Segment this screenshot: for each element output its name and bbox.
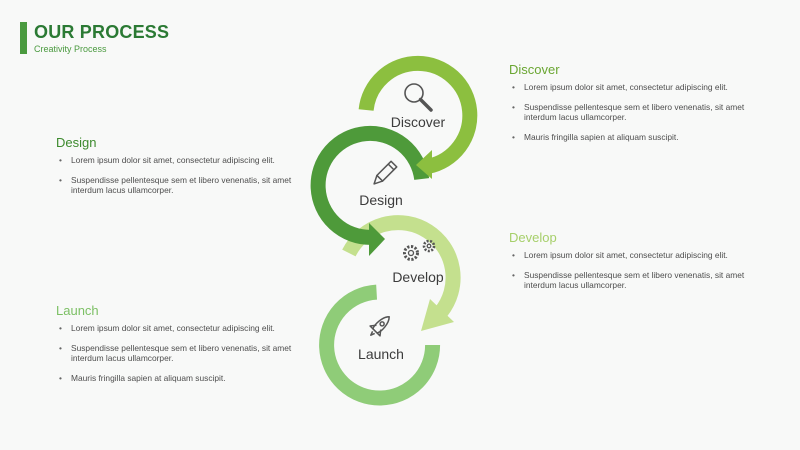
bullet-list-discover: Lorem ipsum dolor sit amet, consectetur … bbox=[509, 82, 749, 142]
discover-step: Discover bbox=[358, 55, 478, 179]
design-arrowhead bbox=[369, 223, 385, 256]
list-item: Mauris fringilla sapien at aliquam susci… bbox=[509, 132, 749, 143]
step-label-discover: Discover bbox=[391, 114, 446, 130]
section-title-design: Design bbox=[56, 135, 97, 150]
list-item: Mauris fringilla sapien at aliquam susci… bbox=[56, 373, 296, 384]
section-title-discover: Discover bbox=[509, 62, 560, 77]
list-item: Suspendisse pellentesque sem et libero v… bbox=[509, 102, 749, 123]
list-item: Lorem ipsum dolor sit amet, consectetur … bbox=[509, 82, 749, 93]
discover-arc bbox=[358, 55, 478, 174]
pencil-icon bbox=[373, 160, 398, 185]
bullet-list-launch: Lorem ipsum dolor sit amet, consectetur … bbox=[56, 323, 296, 383]
list-item: Suspendisse pellentesque sem et libero v… bbox=[56, 343, 296, 364]
section-discover: Discover Lorem ipsum dolor sit amet, con… bbox=[509, 62, 749, 151]
discover-arrowhead bbox=[416, 150, 432, 179]
page-subtitle: Creativity Process bbox=[34, 44, 107, 54]
step-label-design: Design bbox=[359, 192, 403, 208]
design-step: Design bbox=[310, 125, 430, 256]
bullet-list-develop: Lorem ipsum dolor sit amet, consectetur … bbox=[509, 250, 749, 291]
rocket-icon bbox=[369, 316, 390, 337]
launch-arc bbox=[319, 284, 441, 406]
bullet-list-design: Lorem ipsum dolor sit amet, consectetur … bbox=[56, 155, 296, 196]
gears-icon bbox=[403, 239, 436, 261]
section-design: Design Lorem ipsum dolor sit amet, conse… bbox=[56, 135, 296, 205]
section-title-launch: Launch bbox=[56, 303, 99, 318]
section-launch: Launch Lorem ipsum dolor sit amet, conse… bbox=[56, 303, 296, 392]
section-title-develop: Develop bbox=[509, 230, 557, 245]
list-item: Lorem ipsum dolor sit amet, consectetur … bbox=[509, 250, 749, 261]
step-label-develop: Develop bbox=[392, 269, 444, 285]
list-item: Lorem ipsum dolor sit amet, consectetur … bbox=[56, 155, 296, 166]
launch-step: Launch bbox=[319, 284, 441, 406]
list-item: Suspendisse pellentesque sem et libero v… bbox=[56, 175, 296, 196]
page-title: OUR PROCESS bbox=[34, 22, 170, 42]
magnifier-icon bbox=[404, 83, 433, 112]
step-label-launch: Launch bbox=[358, 346, 404, 362]
section-develop: Develop Lorem ipsum dolor sit amet, cons… bbox=[509, 230, 749, 300]
list-item: Suspendisse pellentesque sem et libero v… bbox=[509, 270, 749, 291]
design-arc bbox=[310, 125, 430, 245]
title-accent-bar bbox=[20, 22, 27, 54]
develop-arrowhead bbox=[421, 299, 454, 331]
list-item: Lorem ipsum dolor sit amet, consectetur … bbox=[56, 323, 296, 334]
